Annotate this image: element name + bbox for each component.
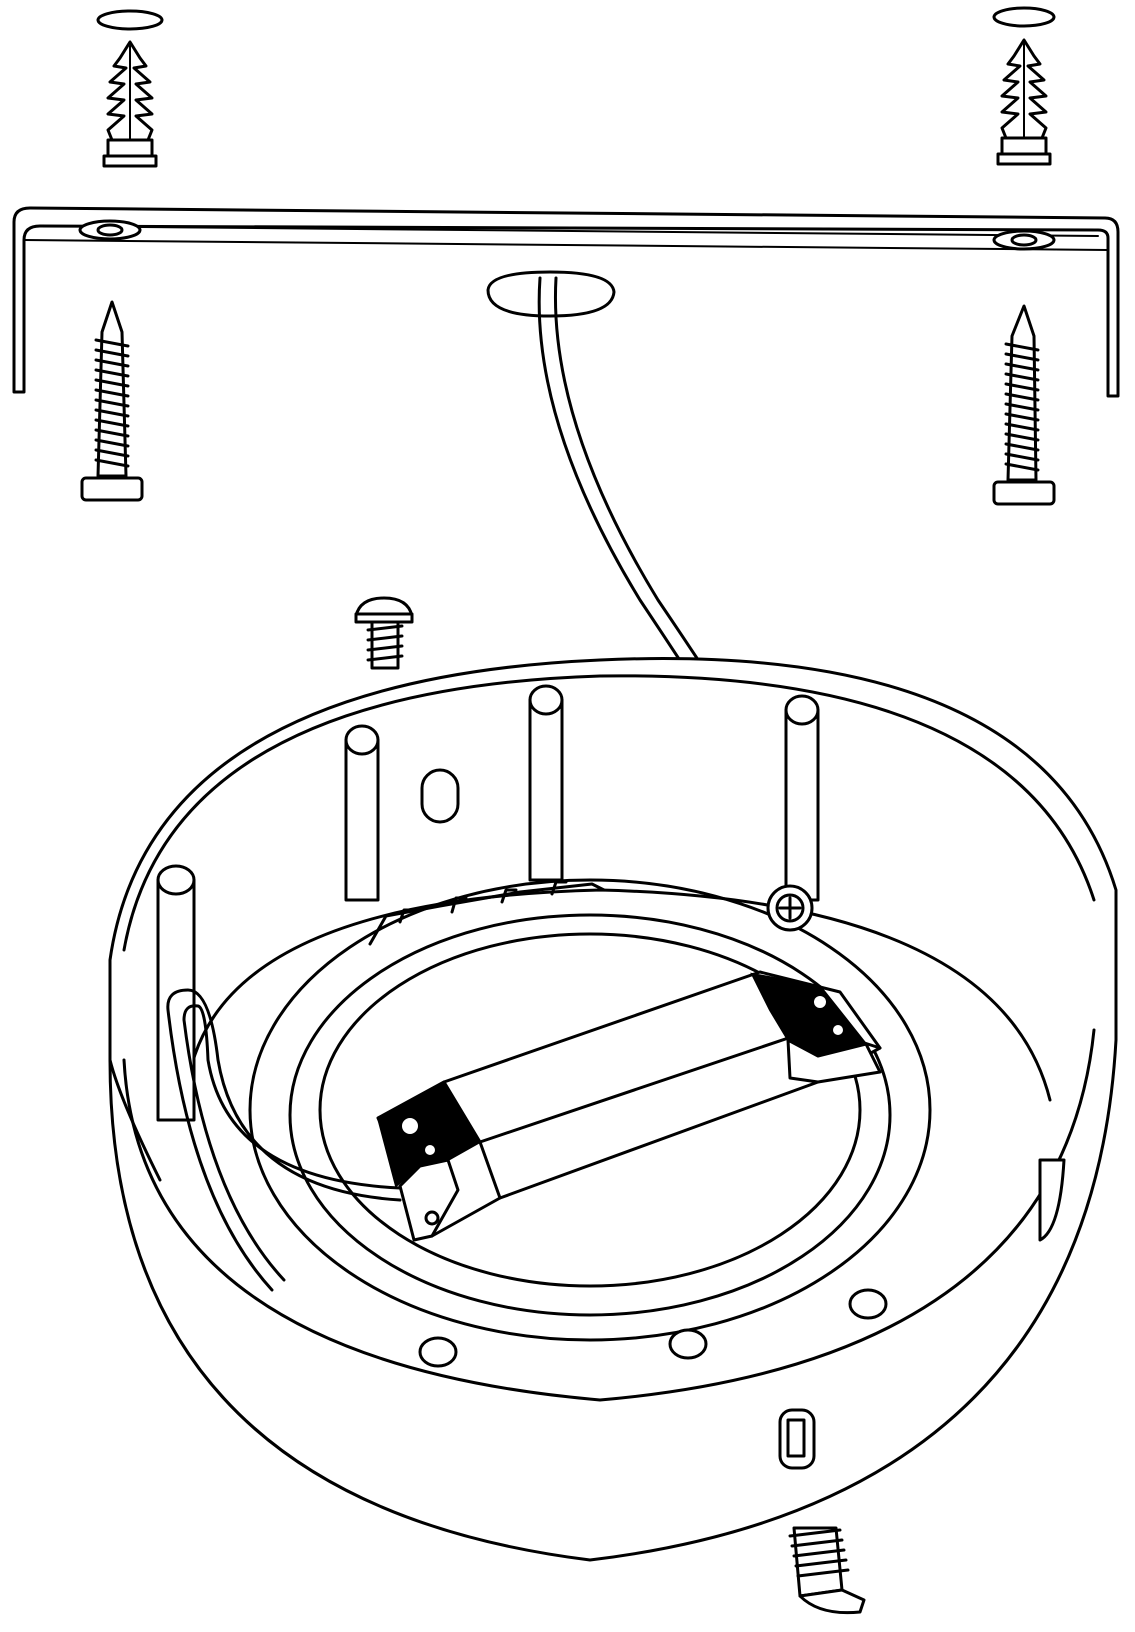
mounting-posts [156, 684, 1066, 1242]
mounting-bracket [12, 206, 1120, 398]
wire-loop [166, 988, 402, 1292]
ground-screw [788, 1526, 866, 1615]
wood-screw-right [992, 304, 1056, 506]
wood-screw-left [80, 300, 144, 502]
small-screw [354, 596, 414, 670]
led-driver [376, 970, 882, 1242]
wall-plug-left [96, 9, 164, 168]
wall-plug-right [992, 6, 1056, 166]
